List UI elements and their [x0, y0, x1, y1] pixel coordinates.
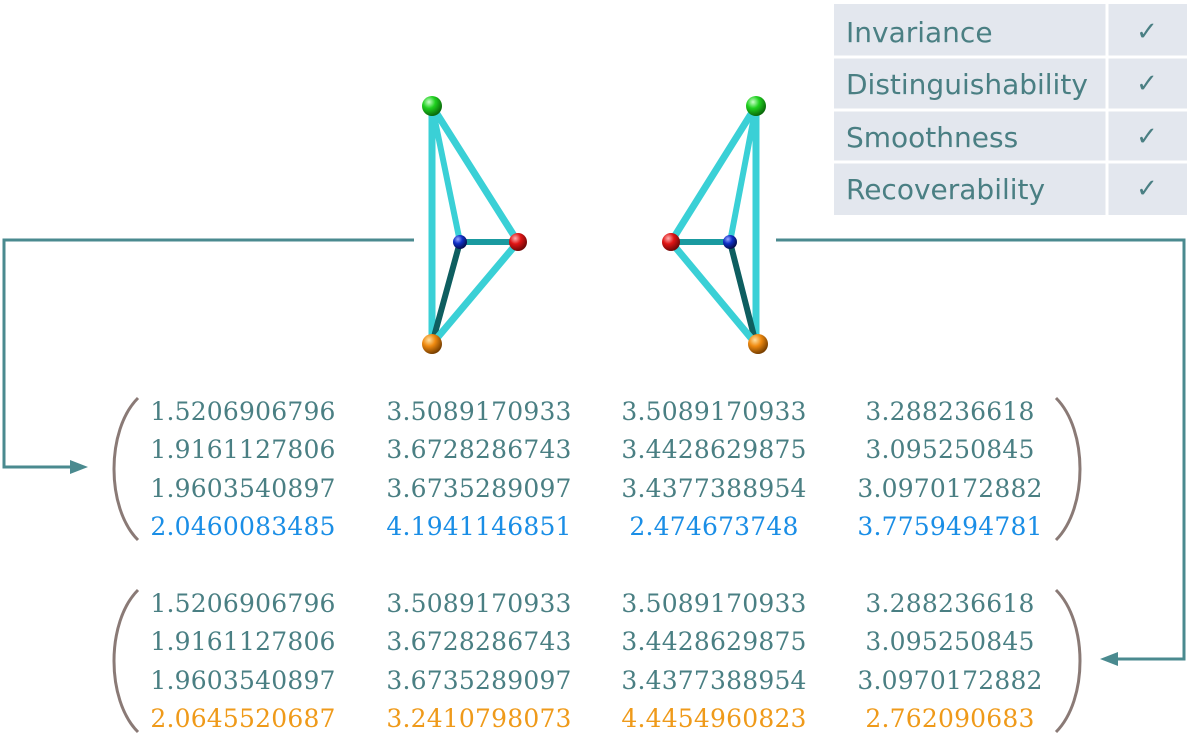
molecule-bond	[667, 102, 760, 246]
matrix-cell-highlight: 3.2410798073	[386, 704, 571, 733]
checkmark-icon: ✓	[1136, 122, 1158, 152]
matrix-2-brackets	[112, 588, 1082, 734]
atom-green	[422, 96, 442, 116]
checkmark-icon: ✓	[1136, 17, 1158, 47]
matrix-cell: 3.4377388954	[621, 474, 806, 503]
left-paren	[112, 588, 140, 734]
matrix-cell-highlight: 4.1941146851	[386, 512, 571, 541]
matrix-cell: 3.5089170933	[386, 589, 571, 618]
left-connector-arrow	[2, 238, 414, 474]
matrix-cell: 1.9161127806	[150, 627, 335, 656]
right-paren	[1054, 588, 1082, 734]
atom-blue	[453, 235, 467, 249]
molecule-bond	[428, 238, 522, 348]
molecule-bond	[727, 103, 759, 245]
matrix-cell-highlight: 4.4454960823	[621, 704, 806, 733]
matrix-cell: 1.9603540897	[150, 474, 335, 503]
matrix-cell-highlight: 2.0460083485	[150, 512, 335, 541]
matrix-cell: 3.4428629875	[621, 435, 806, 464]
matrix-cell: 1.5206906796	[150, 397, 335, 426]
checkmark-icon: ✓	[1136, 69, 1158, 99]
matrix-cell-highlight: 2.474673748	[629, 512, 798, 541]
atom-green	[746, 96, 766, 116]
matrix-cell: 3.6728286743	[386, 435, 571, 464]
matrix-cell: 3.0970172882	[857, 666, 1042, 695]
atom-orange	[422, 334, 442, 354]
molecule-bond	[429, 103, 463, 245]
matrix-cell-highlight: 2.762090683	[865, 704, 1034, 733]
matrix-cell: 3.095250845	[865, 435, 1034, 464]
molecule-bond	[727, 239, 759, 347]
connector-line	[776, 238, 1186, 661]
checkmark-icon: ✓	[1136, 174, 1158, 204]
matrix-cell: 3.6735289097	[386, 666, 571, 695]
atom-blue	[723, 235, 737, 249]
arrow-head-icon	[70, 460, 88, 474]
matrix-cell: 3.5089170933	[621, 397, 806, 426]
molecule-bond	[429, 239, 463, 347]
left-molecule	[422, 96, 527, 354]
molecule-bond	[428, 102, 522, 246]
property-label: Smoothness	[846, 121, 1018, 154]
matrix-cell: 1.5206906796	[150, 589, 335, 618]
right-connector-arrow	[776, 238, 1186, 666]
matrix-cell-highlight: 2.0645520687	[150, 704, 335, 733]
matrix-cell-highlight: 3.7759494781	[857, 512, 1042, 541]
matrix-cell: 3.5089170933	[386, 397, 571, 426]
atom-orange	[748, 334, 768, 354]
molecule-bond	[667, 238, 760, 348]
matrix-cell: 3.5089170933	[621, 589, 806, 618]
matrix-cell: 3.288236618	[865, 589, 1034, 618]
property-label: Recoverability	[846, 173, 1045, 206]
right-paren	[1054, 396, 1082, 542]
right-molecule	[662, 96, 768, 354]
descriptor-matrices: 1.5206906796 3.5089170933 3.5089170933 3…	[150, 397, 1042, 733]
property-label: Distinguishability	[846, 68, 1088, 101]
matrix-cell: 3.6728286743	[386, 627, 571, 656]
properties-table: Invariance Distinguishability Smoothness…	[834, 4, 1187, 215]
atom-red	[509, 233, 527, 251]
matrix-cell: 3.6735289097	[386, 474, 571, 503]
matrix-cell: 3.095250845	[865, 627, 1034, 656]
matrix-cell: 3.4428629875	[621, 627, 806, 656]
arrow-head-icon	[1100, 652, 1118, 666]
matrix-1-brackets	[112, 396, 1082, 542]
property-label: Invariance	[846, 16, 993, 49]
matrix-cell: 1.9161127806	[150, 435, 335, 464]
left-paren	[112, 396, 140, 542]
matrix-cell: 3.4377388954	[621, 666, 806, 695]
matrix-cell: 1.9603540897	[150, 666, 335, 695]
atom-red	[662, 233, 680, 251]
matrix-cell: 3.288236618	[865, 397, 1034, 426]
matrix-cell: 3.0970172882	[857, 474, 1042, 503]
connector-line	[2, 238, 414, 469]
